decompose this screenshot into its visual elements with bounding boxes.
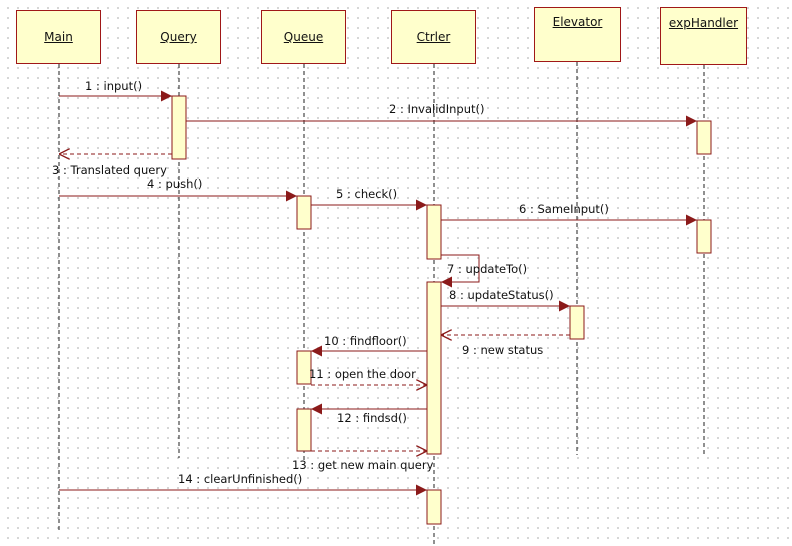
lifeline-queue-name: Queue <box>283 30 324 44</box>
message-9-label: 9 : new status <box>462 343 543 357</box>
lifeline-query-name: Query <box>160 30 197 44</box>
lifeline-query[interactable]: Query <box>136 10 221 64</box>
message-11-label: 11 : open the door <box>309 367 416 381</box>
activation-ctrler-2 <box>426 281 442 455</box>
lifeline-exphandler-name: expHandler <box>668 16 739 30</box>
activation-ctrler-3 <box>426 489 442 525</box>
lifeline-exphandler[interactable]: expHandler <box>660 7 747 65</box>
message-14-label: 14 : clearUnfinished() <box>178 472 302 486</box>
activation-queue-1 <box>296 195 312 230</box>
message-6-label: 6 : SameInput() <box>519 202 609 216</box>
activation-exphandler-1 <box>696 120 712 155</box>
lifeline-queue[interactable]: Queue <box>261 10 346 64</box>
message-1-label: 1 : input() <box>85 79 142 93</box>
message-12-label: 12 : findsd() <box>337 411 407 425</box>
activation-queue-2 <box>296 350 312 385</box>
message-13-label: 13 : get new main query <box>292 458 434 472</box>
message-4-label: 4 : push() <box>147 177 202 191</box>
lifeline-ctrler-name: Ctrler <box>416 30 451 44</box>
message-8-label: 8 : updateStatus() <box>449 288 554 302</box>
message-7-label: 7 : updateTo() <box>447 262 527 276</box>
activation-query <box>171 95 187 160</box>
lifeline-elevator-name: Elevator <box>552 14 603 29</box>
activation-queue-3 <box>296 408 312 452</box>
message-5-label: 5 : check() <box>336 187 397 201</box>
activation-exphandler-2 <box>696 219 712 254</box>
activation-elevator <box>569 305 585 340</box>
lifeline-main[interactable]: Main <box>16 10 101 64</box>
message-2-label: 2 : InvalidInput() <box>389 102 484 116</box>
message-10-label: 10 : findfloor() <box>324 334 407 348</box>
message-7-arrow[interactable] <box>441 254 480 288</box>
lifeline-main-name: Main <box>44 30 73 44</box>
lifeline-ctrler[interactable]: Ctrler <box>391 10 476 64</box>
activation-ctrler-1 <box>426 204 442 260</box>
message-3-label: 3 : Translated query <box>52 163 167 177</box>
lifeline-elevator[interactable]: Elevator <box>534 7 621 62</box>
